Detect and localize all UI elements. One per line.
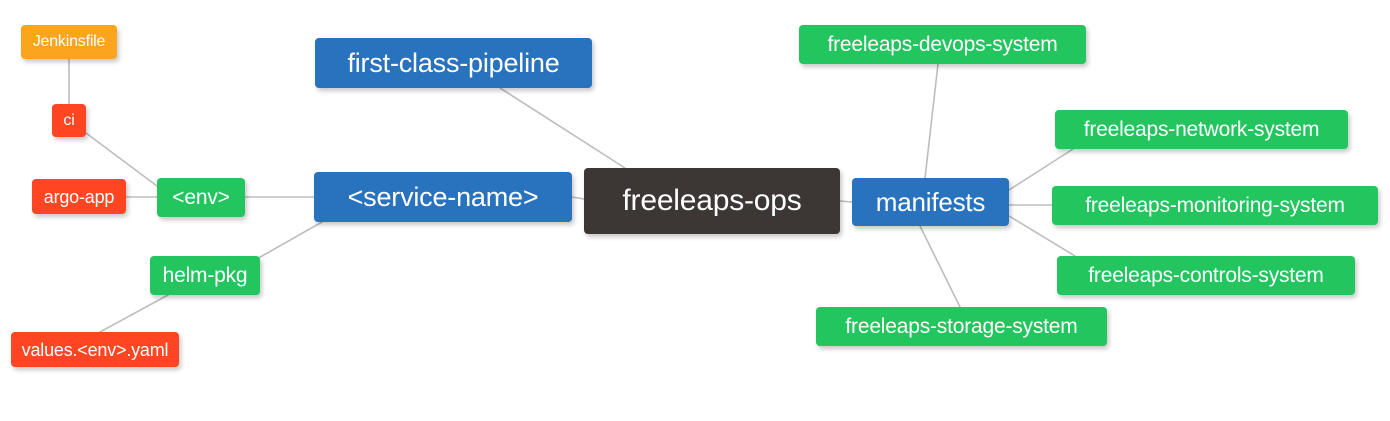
mindmap-node-label: argo-app [43,186,115,207]
mindmap-node-freeleaps-controls-system[interactable]: freeleaps-controls-system [1057,256,1355,295]
mindmap-node-label: freeleaps-devops-system [827,33,1058,56]
mindmap-node-helm-pkg[interactable]: helm-pkg [150,256,260,295]
edge-helm-pkg-values-yaml [99,294,169,333]
mindmap-node-label: ci [63,111,75,129]
mindmap-node-label: helm-pkg [162,264,248,287]
mindmap-node-label: freeleaps-storage-system [845,315,1078,338]
mindmap-node-freeleaps-storage-system[interactable]: freeleaps-storage-system [816,307,1107,346]
mindmap-node-ci[interactable]: ci [52,104,86,137]
mindmap-node-label: freeleaps-network-system [1083,118,1320,141]
edge-ops-manifests [839,200,853,203]
mindmap-node-label: freeleaps-ops [622,184,802,217]
mindmap-node-label: Jenkinsfile [32,33,106,50]
mindmap-node-freeleaps-network-system[interactable]: freeleaps-network-system [1055,110,1348,149]
mindmap-node-jenkinsfile[interactable]: Jenkinsfile [21,25,117,59]
mindmap-node-label: <service-name> [347,181,539,212]
mindmap-node-first-class-pipeline[interactable]: first-class-pipeline [315,38,592,88]
mindmap-node-label: freeleaps-monitoring-system [1085,194,1345,217]
mindmap-node-label: freeleaps-controls-system [1088,264,1324,287]
mindmap-node-service-name[interactable]: <service-name> [314,172,572,222]
mindmap-node-label: <env> [172,186,230,209]
mindmap-node-freeleaps-monitoring-system[interactable]: freeleaps-monitoring-system [1052,186,1378,225]
edge-ops-service-name [571,196,585,200]
mindmap-node-values-yaml[interactable]: values.<env>.yaml [11,332,179,367]
edge-manifests-storage [919,225,961,308]
mindmap-node-label: values.<env>.yaml [21,339,169,360]
mindmap-node-label: first-class-pipeline [347,47,560,78]
mindmap-node-freeleaps-devops-system[interactable]: freeleaps-devops-system [799,25,1086,64]
edge-ops-first-class-pipeline [499,87,626,169]
edge-manifests-network [1008,148,1074,191]
mindmap-node-freeleaps-ops[interactable]: freeleaps-ops [584,168,840,234]
mindmap-node-manifests[interactable]: manifests [852,178,1009,226]
edge-service-name-helm-pkg [254,221,323,261]
mindmap-node-label: manifests [875,187,986,217]
edge-manifests-devops [924,63,939,179]
mindmap-node-env[interactable]: <env> [157,178,245,217]
mindmap-node-argo-app[interactable]: argo-app [32,179,126,214]
